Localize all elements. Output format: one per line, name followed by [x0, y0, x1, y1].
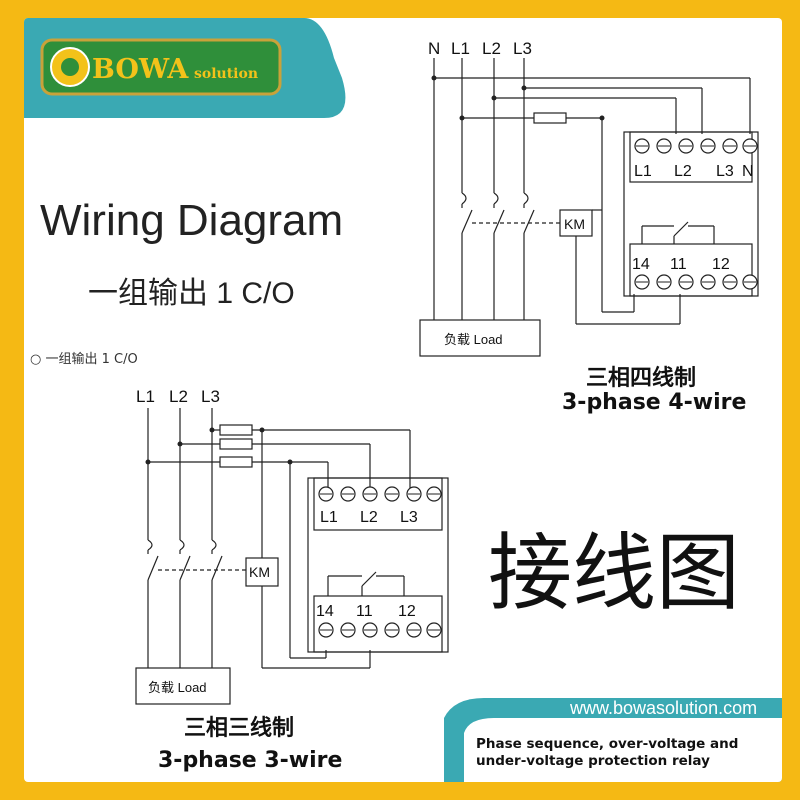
- phase4-terminal-l2: L2: [674, 163, 692, 180]
- phase3-top-terminal-row: [318, 486, 442, 502]
- output-note: ○ 一组输出 1 C/O: [30, 352, 138, 367]
- page-subtitle: 一组输出 1 C/O: [88, 277, 295, 310]
- phase4-load-label: 负载 Load: [444, 332, 503, 347]
- phase4-wiring: [419, 58, 759, 357]
- phase4-label-l3: L3: [513, 39, 532, 58]
- phase3-terminal-14: 14: [316, 603, 334, 620]
- phase4-terminal-14: 14: [632, 256, 650, 273]
- phase4-label-l1: L1: [451, 39, 470, 58]
- website-url[interactable]: www.bowasolution.com: [570, 698, 758, 718]
- phase3-label-l3: L3: [201, 387, 220, 406]
- phase4-caption-en: 3-phase 4-wire: [562, 390, 747, 415]
- logo-text: BOWA: [92, 54, 189, 85]
- phase3-label-l1: L1: [136, 387, 155, 406]
- phase3-caption-en: 3-phase 3-wire: [158, 748, 343, 773]
- phase4-km-label: KM: [564, 216, 585, 232]
- footer-white-band: [464, 718, 782, 782]
- phase4-terminal-l1: L1: [634, 163, 652, 180]
- phase4-top-terminal-row: [634, 138, 758, 154]
- phase3-label-l2: L2: [169, 387, 188, 406]
- phase3-terminal-l2: L2: [360, 509, 378, 526]
- phase3-terminal-l3: L3: [400, 509, 418, 526]
- phase3-bottom-terminal-row: [318, 622, 442, 638]
- phase4-junctions: [431, 75, 605, 121]
- brand-logo: BOWA solution: [40, 38, 282, 96]
- phase4-label-l2: L2: [482, 39, 501, 58]
- product-tagline: Phase sequence, over-voltage and under-v…: [476, 736, 739, 769]
- page-title: Wiring Diagram: [40, 196, 344, 245]
- phase4-bottom-terminal-row: [634, 274, 758, 290]
- phase3-wiring: [135, 408, 449, 705]
- big-chinese-title: 接线图: [488, 524, 741, 622]
- phase3-junctions: [145, 427, 293, 465]
- phase4-caption-cn: 三相四线制: [586, 366, 697, 391]
- phase3-km-label: KM: [249, 564, 270, 580]
- phase4-terminal-l3: L3: [716, 163, 734, 180]
- phase3-caption-cn: 三相三线制: [184, 716, 295, 741]
- content-panel: BOWA solution: [24, 18, 782, 782]
- wiring-diagram-canvas: BOWA solution: [24, 18, 782, 782]
- phase3-terminal-l1: L1: [320, 509, 338, 526]
- phase4-terminal-n: N: [742, 163, 754, 180]
- phase3-load-label: 负载 Load: [148, 680, 207, 695]
- phase3-terminal-11: 11: [356, 603, 373, 620]
- logo-subtext: solution: [194, 66, 258, 82]
- phase4-terminal-11: 11: [670, 256, 687, 273]
- phase3-terminal-slots: [320, 493, 440, 631]
- phase4-terminal-slots: [636, 145, 756, 283]
- phase3-terminal-12: 12: [398, 603, 416, 620]
- phase4-label-n: N: [428, 39, 440, 58]
- phase4-terminal-12: 12: [712, 256, 730, 273]
